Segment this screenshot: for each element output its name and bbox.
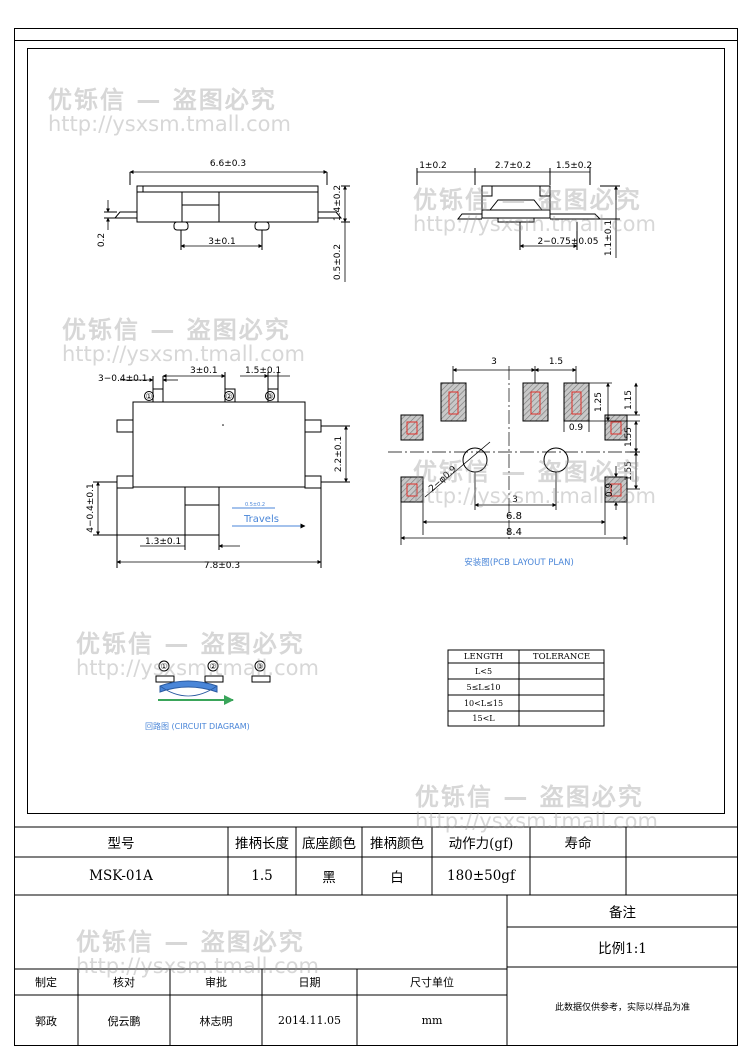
pcb-caption: 安装图(PCB LAYOUT PLAN) — [464, 557, 574, 568]
circuit-caption: 回路图 (CIRCUIT DIAGRAM) — [145, 721, 250, 731]
pcb-dim-1-15: 1.15 — [624, 390, 634, 410]
sign-header-checker: 核对 — [113, 976, 135, 989]
sign-approver: 林志明 — [199, 1014, 233, 1028]
dim-side-h-left: 0.2 — [97, 233, 107, 247]
header-base-color: 底座颜色 — [302, 836, 356, 852]
pcb-dim-1-25: 1.25 — [594, 392, 604, 412]
dim-side-width: 6.6±0.3 — [210, 159, 246, 169]
scale-label: 比例1:1 — [598, 941, 647, 957]
circuit-diagram — [155, 660, 271, 705]
pcb-layout — [388, 366, 640, 545]
travels-small-label: 0.5±0.2 — [245, 502, 265, 508]
title-block-grid — [14, 826, 738, 1046]
travels-label: Travels — [243, 514, 279, 525]
dim-side-pin: 0.5±0.2 — [333, 244, 343, 280]
value-handle-color: 白 — [390, 870, 404, 886]
tolerance-table-grid — [447, 649, 605, 727]
pin2-label: ② — [225, 392, 232, 401]
sign-header-unit: 尺寸单位 — [410, 976, 454, 989]
sign-header-date: 日期 — [298, 976, 321, 989]
header-handle-color: 推柄颜色 — [370, 836, 424, 852]
dim-end-left: 1±0.2 — [419, 161, 447, 171]
circuit-pin1: ① — [160, 662, 167, 671]
pcb-dim-3-b: 3 — [512, 495, 518, 505]
dim-end-pin: 2−0.75±0.05 — [538, 237, 599, 247]
pcb-dim-3: 3 — [491, 357, 497, 367]
tolerance-header-length: LENGTH — [463, 651, 504, 662]
tolerance-header-tolerance: TOLERANCE — [532, 651, 591, 662]
pcb-hole-dim: 2−φ0.9 — [427, 464, 459, 494]
side-view — [104, 170, 350, 282]
pcb-dim-0-9-b: 0.9 — [605, 483, 615, 498]
dim-top-body-h: 2.2±0.1 — [334, 436, 344, 472]
pin1-label: ① — [145, 392, 152, 401]
pcb-dim-1-55-b: 1.55 — [624, 461, 634, 481]
tolerance-row-length: 5≤L≤10 — [466, 682, 501, 692]
reference-note: 此数据仅供参考，实际以样品为准 — [554, 1003, 690, 1013]
dim-side-h-right: 1.4±0.2 — [333, 185, 343, 221]
sign-date: 2014.11.05 — [278, 1014, 341, 1027]
sign-unit: mm — [421, 1014, 443, 1027]
sign-header-approver: 审批 — [205, 976, 227, 989]
header-life: 寿命 — [564, 836, 592, 852]
sign-drafter: 郭政 — [35, 1014, 57, 1028]
top-view — [93, 372, 350, 568]
circuit-pin3: ③ — [256, 662, 263, 671]
end-view — [416, 168, 620, 258]
dim-top-pins: 3−0.4±0.1 — [98, 374, 147, 384]
header-actuation-force: 动作力(gf) — [448, 836, 514, 852]
value-handle-length: 1.5 — [251, 868, 273, 884]
dim-end-height: 1.1±0.1 — [604, 220, 614, 256]
circuit-pin2: ② — [209, 662, 216, 671]
tolerance-row-length: L<5 — [474, 666, 493, 676]
header-model: 型号 — [107, 836, 135, 852]
pcb-dim-0-9-a: 0.9 — [569, 423, 584, 433]
drawing-frame — [27, 48, 725, 814]
dim-top-overall-h: 4−0.4±0.1 — [86, 483, 96, 532]
value-life — [530, 857, 626, 895]
pin3-label: ③ — [266, 392, 273, 401]
pcb-dim-1-55-a: 1.55 — [624, 427, 634, 447]
sheet-top-border — [14, 40, 738, 41]
sign-checker: 倪云鹏 — [107, 1014, 141, 1028]
header-handle-length: 推柄长度 — [235, 836, 289, 852]
drawing-sheet — [14, 28, 738, 1046]
dim-top-pitch2: 1.5±0.1 — [245, 366, 281, 376]
pcb-dim-6-8: 6.8 — [506, 511, 522, 522]
dim-top-knob: 1.3±0.1 — [145, 537, 181, 547]
remarks-label: 备注 — [609, 905, 636, 921]
dim-top-width: 7.8±0.3 — [204, 561, 240, 571]
sign-header-drafter: 制定 — [35, 976, 57, 989]
tolerance-row-length: 10<L≤15 — [463, 698, 504, 708]
value-model: MSK-01A — [89, 868, 153, 884]
pcb-dim-1-5: 1.5 — [549, 357, 563, 367]
dim-end-right: 1.5±0.2 — [556, 161, 592, 171]
pcb-dim-8-4: 8.4 — [506, 527, 522, 538]
tolerance-row-length: 15<L — [472, 714, 495, 723]
dim-top-pitch1: 3±0.1 — [190, 366, 218, 376]
dim-side-pitch: 3±0.1 — [208, 237, 236, 247]
value-actuation-force: 180±50gf — [447, 868, 515, 884]
value-base-color: 黑 — [322, 870, 336, 886]
dim-end-mid: 2.7±0.2 — [495, 161, 531, 171]
